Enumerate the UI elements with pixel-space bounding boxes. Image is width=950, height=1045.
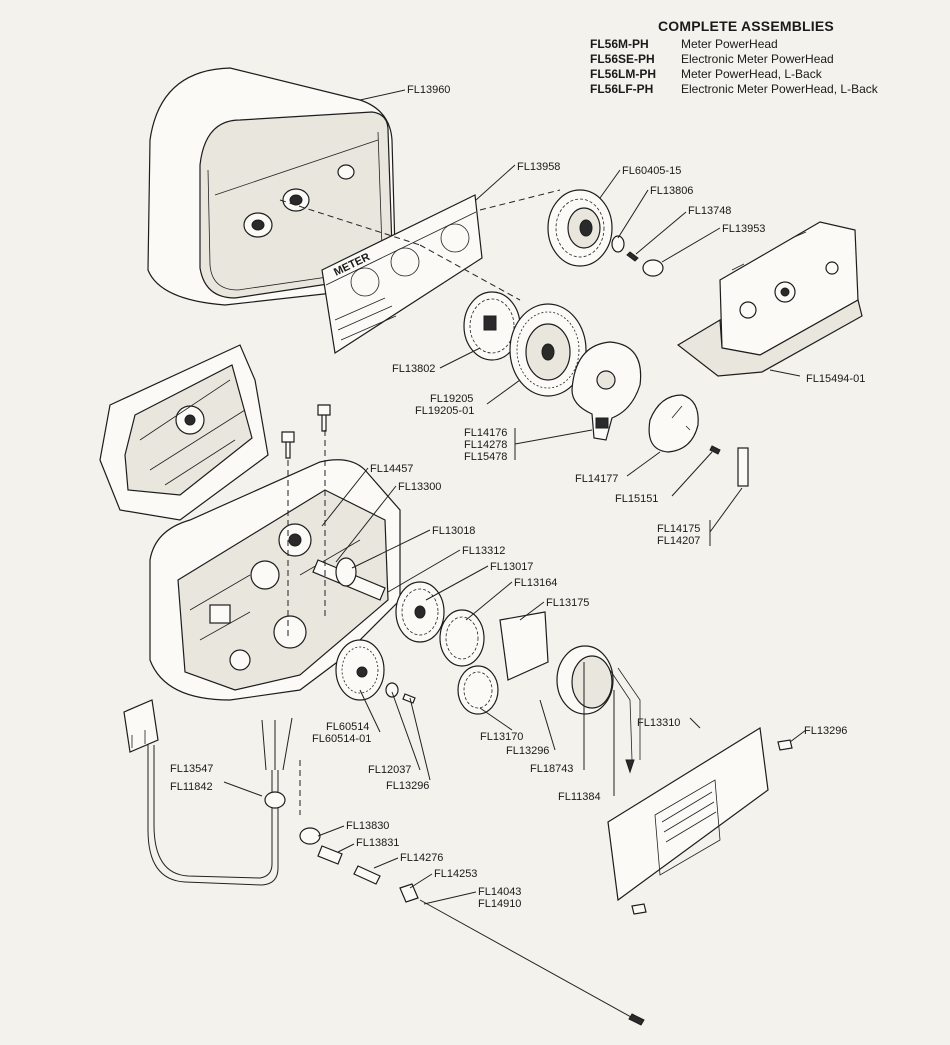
assembly-desc: Electronic Meter PowerHead	[681, 52, 834, 66]
part-label: FL15478	[464, 451, 507, 463]
part-label: FL13296	[804, 725, 847, 737]
part-label: FL13312	[462, 545, 505, 557]
part-label: FL60514	[326, 721, 369, 733]
motor-plate-part	[499, 611, 549, 681]
leader-lines	[223, 89, 807, 905]
part-label: FL14177	[575, 473, 618, 485]
clip-part	[399, 883, 419, 903]
part-label: FL60514-01	[312, 733, 371, 745]
program-wheel-part	[509, 303, 587, 397]
meter-gear-part	[547, 189, 613, 267]
assembly-row: FL56SE-PH Electronic Meter PowerHead	[590, 52, 930, 67]
back-plate-part	[676, 221, 863, 377]
motor-gear-part	[457, 665, 499, 715]
part-label: FL15494-01	[806, 373, 865, 385]
part-label: FL18743	[530, 763, 573, 775]
part-label: FL13164	[514, 577, 557, 589]
part-label: FL14457	[370, 463, 413, 475]
cover-part	[147, 67, 396, 306]
part-label: FL13802	[392, 363, 435, 375]
screw-part	[626, 251, 639, 262]
part-label: FL13300	[398, 481, 441, 493]
part-label: FL11384	[558, 791, 601, 803]
part-label: FL14278	[464, 439, 507, 451]
fitting-part	[317, 845, 343, 865]
cam-disk-part	[571, 341, 642, 441]
screw-part	[777, 739, 793, 751]
part-label: FL60405-15	[622, 165, 681, 177]
spring-part	[353, 865, 381, 885]
housing-part	[149, 459, 401, 701]
part-label: FL11842	[170, 781, 213, 793]
main-cam-part	[335, 639, 385, 701]
part-label: FL13547	[170, 763, 213, 775]
part-label: FL19205	[430, 393, 473, 405]
screw-part	[317, 404, 331, 432]
part-label: FL13296	[506, 745, 549, 757]
bushing-part	[299, 827, 321, 845]
assembly-row: FL56LF-PH Electronic Meter PowerHead, L-B…	[590, 82, 930, 97]
assembly-row: FL56LM-PH Meter PowerHead, L-Back	[590, 67, 930, 82]
part-label: FL13175	[546, 597, 589, 609]
part-label: FL13953	[722, 223, 765, 235]
assembly-desc: Meter PowerHead	[681, 37, 778, 51]
part-label: FL13310	[637, 717, 680, 729]
screw-part	[281, 431, 295, 459]
part-label: FL13960	[407, 84, 450, 96]
part-label: FL14176	[464, 427, 507, 439]
assembly-desc: Meter PowerHead, L-Back	[681, 67, 822, 81]
assembly-row: FL56M-PH Meter PowerHead	[590, 37, 930, 52]
part-label: FL19205-01	[415, 405, 474, 417]
motor-part	[556, 645, 641, 774]
part-label: FL13831	[356, 837, 399, 849]
complete-assemblies-table: COMPLETE ASSEMBLIES FL56M-PH Meter PowerH…	[590, 18, 930, 97]
part-label: FL13748	[688, 205, 731, 217]
part-label: FL15151	[615, 493, 658, 505]
part-label: FL14175	[657, 523, 700, 535]
part-label: FL12037	[368, 764, 411, 776]
idler-gear-part	[439, 609, 485, 667]
washer-part	[385, 682, 399, 698]
part-label: FL13018	[432, 525, 475, 537]
drive-gear-part	[395, 581, 445, 643]
assembly-code: FL56M-PH	[590, 37, 649, 51]
assembly-code: FL56LF-PH	[590, 82, 654, 96]
switch-cam-part	[648, 394, 699, 453]
part-label: FL13958	[517, 161, 560, 173]
screw-part	[709, 445, 721, 455]
part-label: FL13170	[480, 731, 523, 743]
cap-part	[642, 259, 664, 277]
assemblies-heading: COMPLETE ASSEMBLIES	[658, 18, 834, 34]
screw-part	[631, 903, 647, 915]
part-label: FL14253	[434, 868, 477, 880]
part-label: FL14043	[478, 886, 521, 898]
assembly-code: FL56LM-PH	[590, 67, 656, 81]
rear-cover-part	[607, 727, 769, 902]
part-label: FL13017	[490, 561, 533, 573]
part-label: FL13296	[386, 780, 429, 792]
switch-part	[737, 447, 749, 487]
part-label: FL14276	[400, 852, 443, 864]
screw-part	[402, 693, 416, 704]
part-label: FL14207	[657, 535, 700, 547]
power-cord-part	[123, 699, 293, 886]
bearing-part	[335, 557, 357, 587]
assembly-code: FL56SE-PH	[590, 52, 655, 66]
part-label: FL13806	[650, 185, 693, 197]
assembly-desc: Electronic Meter PowerHead, L-Back	[681, 82, 878, 96]
part-label: FL13830	[346, 820, 389, 832]
washer-part	[611, 235, 625, 253]
meter-cable-part	[419, 899, 641, 1023]
bracket-part	[99, 344, 269, 521]
part-label: FL14910	[478, 898, 521, 910]
